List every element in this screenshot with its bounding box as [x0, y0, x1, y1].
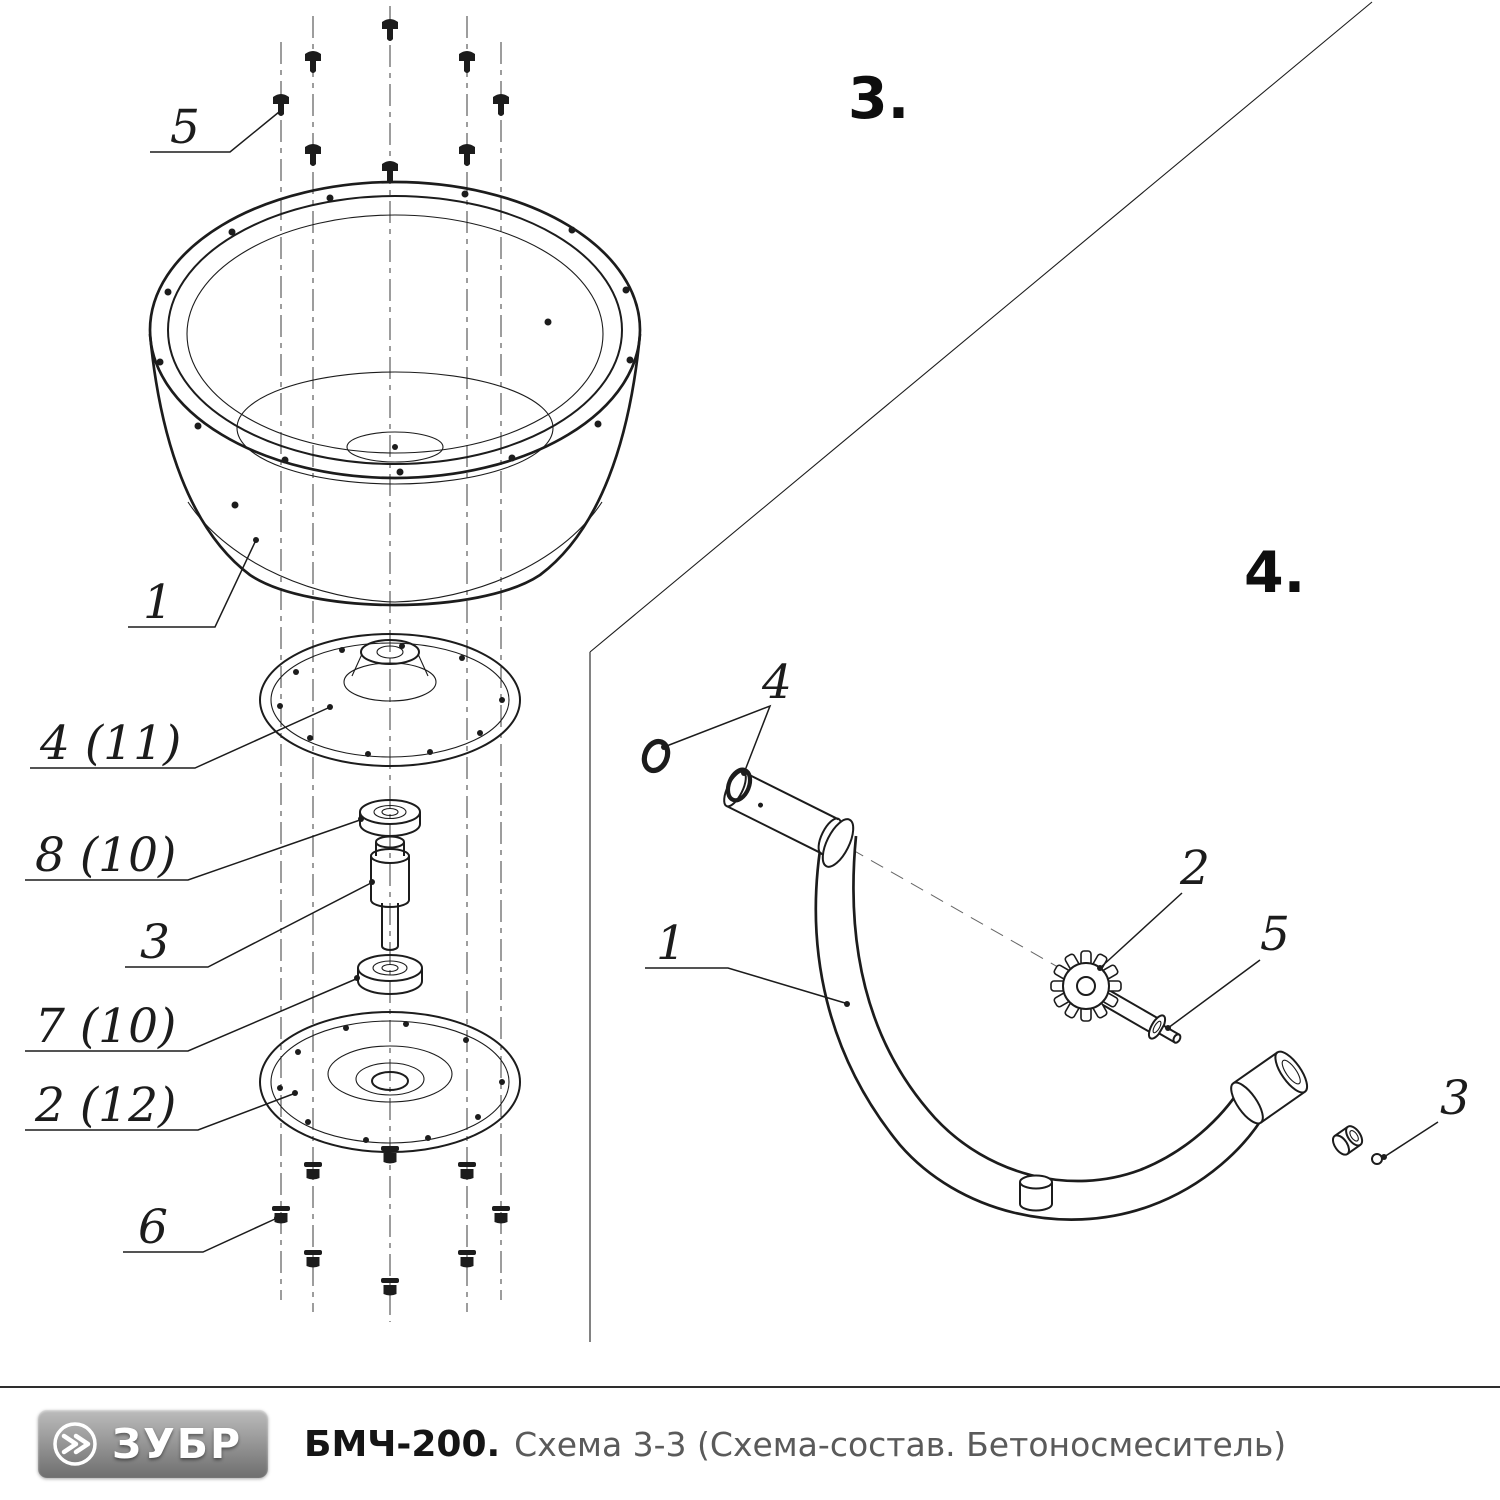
drum-outer-wall	[148, 333, 642, 607]
upper-flange-outer	[259, 633, 521, 767]
callout-4-11: 4 (11)	[39, 716, 181, 771]
model-number: БМЧ-200.	[304, 1423, 501, 1465]
drum-interior-bottom	[236, 371, 554, 485]
leader-8-10	[25, 819, 361, 881]
zubr-logo-icon	[53, 1422, 97, 1466]
clamp-ring-a	[641, 738, 671, 774]
upper-flange-inner	[270, 642, 510, 758]
gear-bore	[1076, 976, 1096, 996]
leader-f4-5	[1167, 959, 1261, 1029]
drum-hub-boss	[346, 431, 444, 463]
exploded-view-drawing: 5 1 4 (11) 8 (10) 3 7 (10) 2 (12) 6 3.	[25, 1, 1470, 1342]
hub-cone-sides	[351, 653, 429, 677]
drum-bottom-rim	[187, 501, 603, 603]
brand-name: ЗУБР	[112, 1420, 243, 1468]
tube-surface-mark	[844, 1001, 850, 1007]
figure-4-number: 4.	[1244, 540, 1305, 606]
figure-3-labels: 5 1 4 (11) 8 (10) 3 7 (10) 2 (12) 6	[25, 100, 375, 1255]
pinion-gear-assembly	[1050, 950, 1182, 1044]
drum-rim-bolt-holes	[156, 190, 634, 509]
callout-3: 3	[140, 915, 170, 970]
lower-flange-bore	[371, 1071, 409, 1091]
upper-flange-bolt-holes	[277, 643, 505, 757]
leader-1-dot	[253, 537, 259, 543]
leader-7-10-dot	[354, 975, 360, 981]
zubr-logo: ЗУБР	[38, 1410, 269, 1478]
drum-inner-wall	[186, 214, 604, 454]
leader-8-10-dot	[358, 816, 364, 822]
bottom-socket	[1019, 1174, 1053, 1212]
leader-f4-3	[1383, 1121, 1439, 1158]
lower-flange-inner	[270, 1020, 510, 1144]
mixing-drum	[148, 180, 642, 607]
diagonal-divider	[589, 1, 1373, 653]
leader-7-10	[25, 978, 357, 1052]
hub-bore	[376, 645, 404, 659]
callout-2-12: 2 (12)	[34, 1078, 176, 1133]
figure-4-frame-assembly: 4 2 5 1 3 4.	[641, 540, 1470, 1221]
callout-f4-4: 4	[761, 655, 792, 710]
callout-f4-5: 5	[1260, 907, 1290, 962]
drawing-caption: БМЧ-200. Схема 3-3 (Схема-состав. Бетоно…	[304, 1424, 1286, 1465]
lock-ball	[1371, 1153, 1383, 1165]
lock-nut	[1332, 1125, 1383, 1165]
leader-1	[128, 539, 257, 628]
panel-separator	[589, 1, 1373, 1342]
drum-hub-center	[392, 444, 398, 450]
callout-7-10: 7 (10)	[35, 999, 176, 1054]
leader-5	[150, 111, 280, 153]
tube-inner-edge	[852, 835, 1244, 1183]
figure-4-labels: 4 2 5 1 3	[645, 655, 1470, 1160]
upper-flange	[259, 633, 521, 767]
gear-body	[1062, 962, 1110, 1010]
figure-3-drum-assembly: 5 1 4 (11) 8 (10) 3 7 (10) 2 (12) 6 3.	[25, 6, 909, 1322]
elbow-socket	[821, 818, 855, 868]
top-bolts	[273, 19, 509, 183]
leader-f4-1	[645, 967, 846, 1004]
drum-outer-rim	[148, 180, 642, 480]
leader-4-11	[30, 707, 329, 769]
leader-3-dot	[369, 879, 375, 885]
title-block: ЗУБР БМЧ-200. Схема 3-3 (Схема-состав. Б…	[0, 1386, 1500, 1500]
callout-1: 1	[143, 575, 173, 630]
callout-f4-1: 1	[656, 916, 686, 971]
lower-flange-bolt-holes	[277, 1021, 505, 1143]
callout-f4-3: 3	[1440, 1071, 1470, 1126]
schema-title: Схема 3-3 (Схема-состав. Бетоносмеситель…	[514, 1424, 1287, 1464]
leader-2-12-dot	[292, 1090, 298, 1096]
lower-flange-seat	[355, 1062, 425, 1096]
tube-outer-edge	[814, 849, 1268, 1221]
leader-f4-2	[1099, 892, 1183, 969]
shaft	[370, 835, 410, 951]
lower-flange-outer	[259, 1011, 521, 1153]
leader-6-dot	[274, 1215, 280, 1221]
lower-flange	[259, 1011, 521, 1153]
callout-8-10: 8 (10)	[35, 828, 176, 883]
center-axes	[280, 6, 502, 1322]
leader-3	[125, 882, 372, 968]
leader-4-11-dot	[327, 704, 333, 710]
end-sleeve	[1230, 1050, 1309, 1125]
leader-f4-4	[663, 704, 772, 774]
lower-flange-recess	[327, 1045, 453, 1103]
drum-inner-rim	[167, 195, 623, 465]
leader-2-12	[25, 1093, 294, 1131]
callout-5: 5	[170, 100, 200, 155]
pinion-gear	[1050, 950, 1122, 1022]
leader-6	[123, 1218, 276, 1253]
callout-f4-2: 2	[1179, 841, 1210, 896]
hub-top	[360, 639, 420, 665]
figure-3-number: 3.	[848, 66, 909, 132]
callout-6: 6	[138, 1200, 168, 1255]
bottom-nuts	[272, 1146, 510, 1296]
